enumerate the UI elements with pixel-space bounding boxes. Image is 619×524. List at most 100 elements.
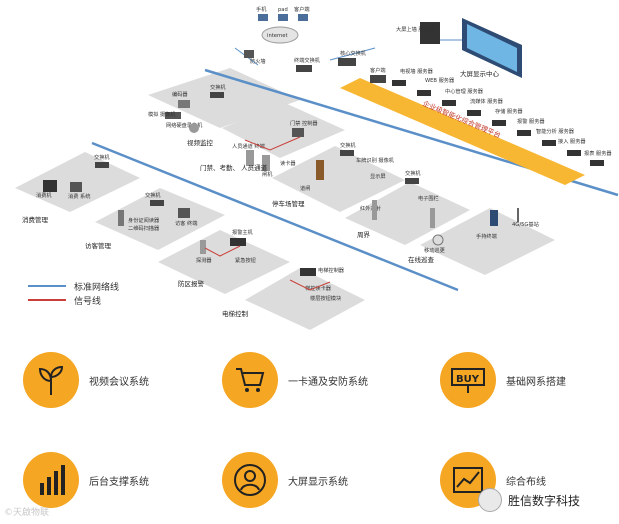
pad-label: pad bbox=[278, 7, 288, 13]
server-row: 电视墙 服务器 WEB 服务器 中心管理 服务器 流媒体 服务器 存储 服务器 … bbox=[392, 67, 612, 166]
svg-text:WEB 服务器: WEB 服务器 bbox=[425, 76, 455, 84]
svg-text:消费机: 消费机 bbox=[36, 191, 52, 199]
svg-text:网络硬盘录像机: 网络硬盘录像机 bbox=[166, 121, 203, 129]
watermark-right: 胜信数字科技 bbox=[478, 488, 580, 512]
svg-text:交换机: 交换机 bbox=[94, 153, 110, 161]
legend-network-label: 标准网络线 bbox=[74, 282, 120, 293]
svg-text:报警 服务器: 报警 服务器 bbox=[517, 117, 545, 125]
management-platform-bar bbox=[340, 78, 585, 185]
svg-text:显示屏: 显示屏 bbox=[370, 173, 386, 180]
parking-zone bbox=[272, 146, 405, 212]
user-icon bbox=[222, 452, 278, 508]
client2-label: 客户端 bbox=[370, 66, 386, 74]
svg-text:红外对射: 红外对射 bbox=[360, 204, 381, 212]
svg-text:交换机: 交换机 bbox=[405, 169, 421, 177]
screen-server-label: 大屏上墙 服务器 bbox=[396, 25, 435, 33]
feature-label: 基础网系搭建 bbox=[506, 376, 566, 388]
legend-signal-swatch bbox=[28, 299, 66, 301]
svg-text:接入 服务器: 接入 服务器 bbox=[558, 137, 586, 145]
buy-icon: BUY bbox=[440, 352, 496, 408]
svg-text:电子围栏: 电子围栏 bbox=[418, 194, 439, 202]
svg-text:编码器: 编码器 bbox=[172, 90, 188, 98]
alarm-area-label: 防区报警 bbox=[178, 279, 205, 288]
svg-text:人员通道 终端: 人员通道 终端 bbox=[232, 142, 265, 150]
phone-label: 手机 bbox=[256, 5, 267, 13]
phone-icon bbox=[258, 14, 268, 21]
feature-label: 视频会议系统 bbox=[89, 376, 149, 388]
feature-label: 大屏显示系统 bbox=[288, 476, 348, 488]
patrol-zone bbox=[345, 182, 470, 245]
feature-card-security: 一卡通及安防系统 bbox=[222, 352, 368, 408]
svg-text:电梯控制器: 电梯控制器 bbox=[318, 266, 345, 274]
svg-text:交换机: 交换机 bbox=[210, 83, 226, 91]
svg-text:4G/5G基站: 4G/5G基站 bbox=[512, 220, 539, 228]
svg-text:BUY: BUY bbox=[456, 374, 480, 385]
consume-area-label: 消费管理 bbox=[22, 215, 49, 224]
watermark-right-label: 胜信数字科技 bbox=[508, 493, 581, 508]
gate-icon bbox=[316, 160, 324, 180]
svg-text:手持终端: 手持终端 bbox=[476, 232, 497, 240]
pad-icon bbox=[278, 14, 288, 21]
parking-area-label: 停车场管理 bbox=[272, 199, 305, 208]
feature-label: 综合布线 bbox=[506, 476, 546, 488]
patrol-area-label: 周界 bbox=[357, 231, 371, 239]
visitor-zone bbox=[95, 188, 225, 250]
client2-icon bbox=[370, 75, 386, 83]
legend-signal: 信号线 bbox=[28, 293, 119, 307]
feature-label: 后台支撑系统 bbox=[89, 476, 149, 488]
alarm-zone bbox=[158, 230, 290, 294]
svg-text:模拟 摄像机: 模拟 摄像机 bbox=[148, 110, 176, 118]
svg-text:门禁 控制器: 门禁 控制器 bbox=[290, 119, 318, 127]
svg-text:紧急按钮: 紧急按钮 bbox=[235, 256, 256, 264]
nvr-icon bbox=[165, 112, 181, 119]
surveillance-area-label: 视频监控 bbox=[187, 138, 214, 147]
svg-text:楼层按钮模块: 楼层按钮模块 bbox=[310, 294, 342, 302]
signal-icon bbox=[432, 234, 444, 246]
svg-text:中心管理 服务器: 中心管理 服务器 bbox=[445, 87, 484, 95]
svg-text:身份证阅读器: 身份证阅读器 bbox=[128, 216, 160, 224]
visitor-area-label: 访客管理 bbox=[85, 241, 112, 250]
access-controller-icon bbox=[292, 128, 304, 137]
feature-video-conference: 视频会议系统 bbox=[23, 352, 149, 408]
firewall-icon bbox=[244, 50, 254, 58]
svg-text:消费 系统: 消费 系统 bbox=[68, 192, 90, 200]
svg-text:报表 服务器: 报表 服务器 bbox=[584, 149, 612, 157]
handheld-icon bbox=[490, 210, 498, 226]
watermark-left: ©天啟物联 bbox=[4, 508, 50, 518]
feature-base-network: BUY 基础网系搭建 bbox=[440, 352, 566, 408]
svg-text:流媒体 服务器: 流媒体 服务器 bbox=[470, 97, 504, 105]
turnstile-icon bbox=[246, 150, 254, 166]
svg-text:梯控读卡器: 梯控读卡器 bbox=[305, 284, 332, 292]
encoder-icon bbox=[178, 100, 190, 108]
svg-text:交换机: 交换机 bbox=[145, 191, 161, 199]
feature-backend: 后台支撑系统 bbox=[23, 452, 149, 508]
core-switch-icon bbox=[338, 58, 356, 66]
svg-text:存储 服务器: 存储 服务器 bbox=[495, 107, 523, 115]
plant-icon bbox=[23, 352, 79, 408]
backbone-line-bottom bbox=[91, 141, 459, 292]
svg-text:交换机: 交换机 bbox=[340, 141, 356, 149]
svg-text:车牌识别 摄像机: 车牌识别 摄像机 bbox=[356, 156, 395, 164]
firewall-label: 防火墙 bbox=[250, 57, 266, 65]
access-zone bbox=[222, 103, 345, 158]
elevator-zone bbox=[245, 268, 365, 330]
terminal-switch-icon bbox=[296, 65, 312, 72]
svg-text:智能分析 服务器: 智能分析 服务器 bbox=[536, 127, 575, 135]
legend-signal-label: 信号线 bbox=[74, 296, 102, 307]
client-label: 客户端 bbox=[294, 5, 310, 13]
internet-label: internet bbox=[267, 33, 288, 39]
online-zone bbox=[420, 208, 555, 275]
svg-text:探测器: 探测器 bbox=[196, 256, 212, 264]
online-area-label: 在线巡查 bbox=[408, 255, 435, 264]
core-switch-label: 核心交换机 bbox=[340, 49, 367, 57]
screen-server-icon bbox=[420, 22, 440, 44]
camera-icon bbox=[189, 123, 199, 133]
cart-icon bbox=[222, 352, 278, 408]
legend: 标准网络线 信号线 bbox=[28, 279, 119, 307]
internet-cloud-icon bbox=[261, 26, 299, 44]
screen-link bbox=[329, 47, 376, 61]
svg-text:电视墙 服务器: 电视墙 服务器 bbox=[400, 67, 434, 75]
svg-text:读卡器: 读卡器 bbox=[280, 159, 296, 167]
svg-text:道闸: 道闸 bbox=[300, 184, 310, 192]
elevator-area-label: 电梯控制 bbox=[222, 309, 249, 318]
